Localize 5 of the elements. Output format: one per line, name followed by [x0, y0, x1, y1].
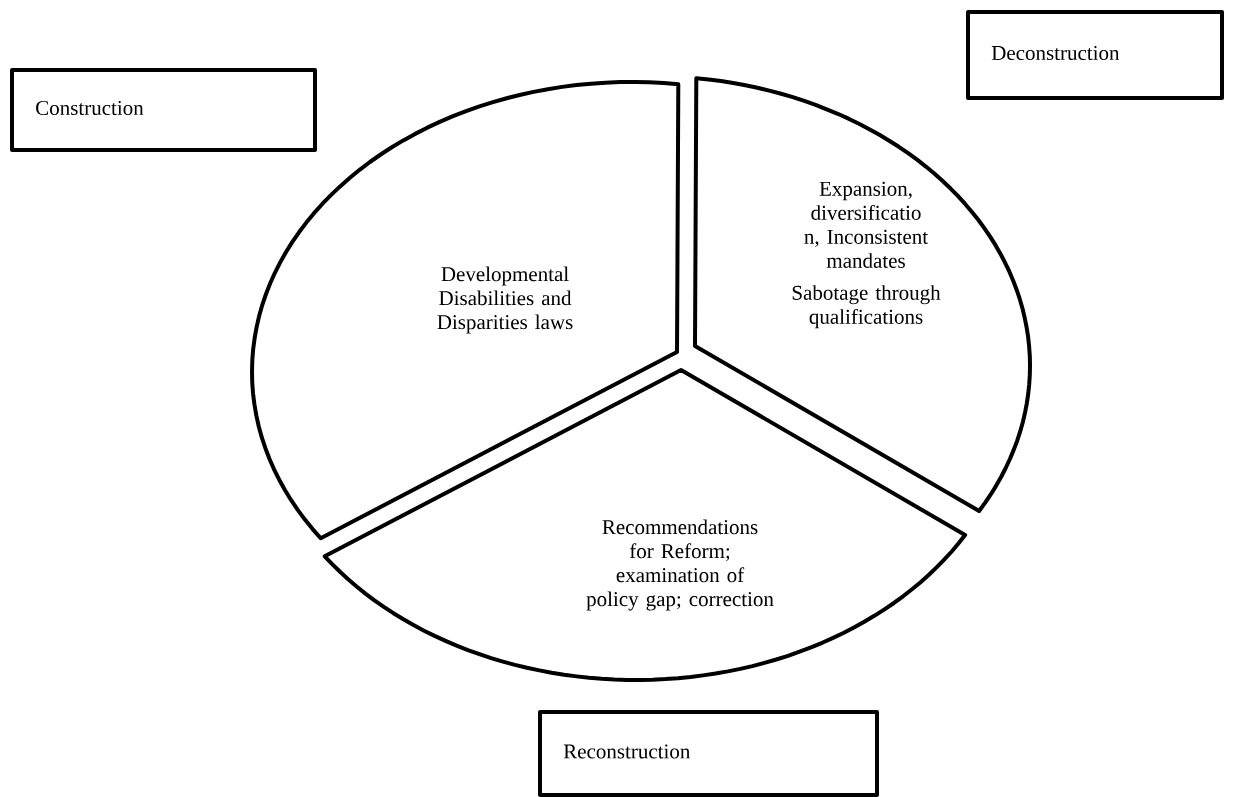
- label-box: Reconstruction: [538, 710, 879, 797]
- label-box: Construction: [10, 68, 317, 152]
- pie-sector: Expansion, diversificatio n, Inconsistent mandates Sabotage through qualifications: [693, 76, 1032, 513]
- label-box: Deconstruction: [966, 10, 1224, 100]
- pie-sector: Recommendations for Reform; examination of policy gap; correction: [322, 368, 968, 682]
